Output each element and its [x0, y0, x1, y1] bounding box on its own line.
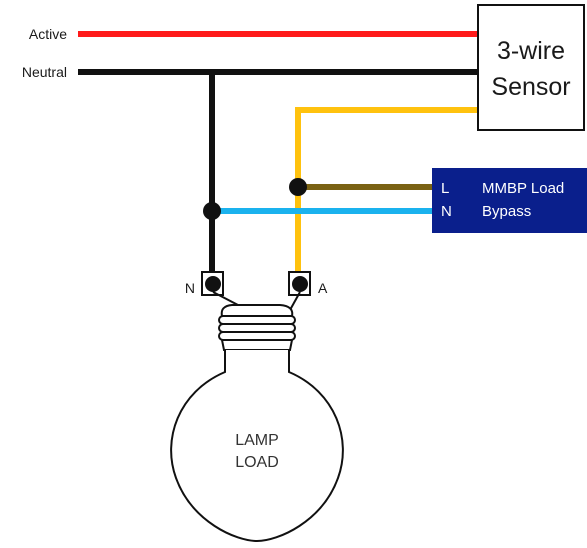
active-terminal [288, 271, 311, 296]
mmbp-label-line2: Bypass [482, 203, 531, 220]
lamp-bulb [170, 291, 344, 543]
lamp-label-line1: LAMP [235, 432, 279, 449]
switched-active-wire [295, 107, 478, 276]
sensor-label-line2: Sensor [491, 73, 570, 101]
sensor-box [477, 4, 585, 131]
lamp-label-line2: LOAD [235, 454, 279, 471]
mmbp-terminal-n: N [441, 203, 452, 220]
neutral-terminal [201, 271, 224, 296]
active-terminal-label: A [318, 280, 328, 296]
mmbp-terminal-l: L [441, 180, 449, 197]
sensor-label-line1: 3-wire [497, 37, 565, 65]
mmbp-box [432, 168, 587, 233]
junction-dot-n [203, 202, 221, 220]
neutral-label: Neutral [22, 64, 67, 80]
mmbp-label-line1: MMBP Load [482, 180, 564, 197]
junction-dot-l [289, 178, 307, 196]
neutral-terminal-label: N [185, 280, 195, 296]
active-label: Active [29, 26, 67, 42]
